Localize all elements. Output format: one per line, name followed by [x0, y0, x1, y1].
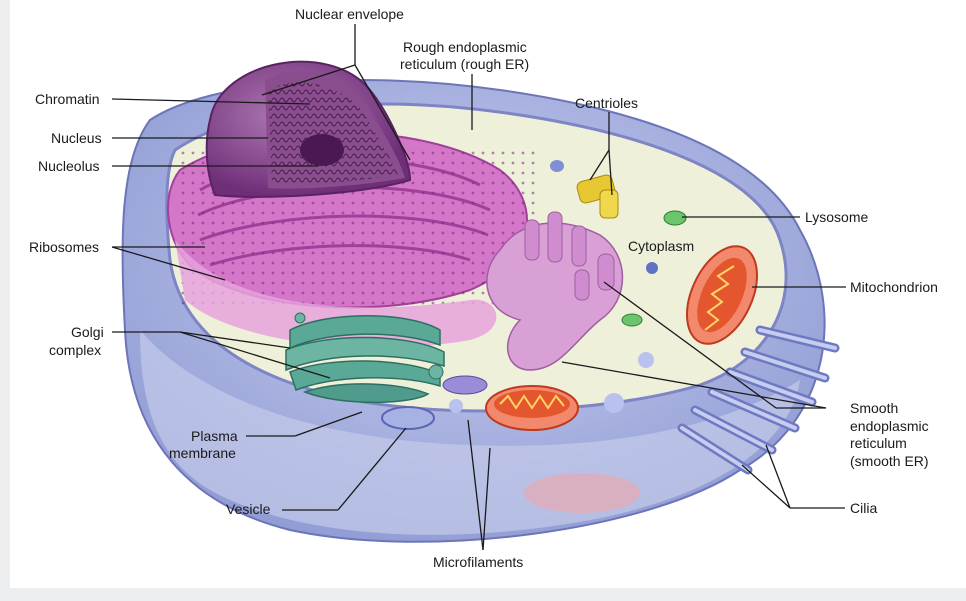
label-golgi-line2: complex	[49, 342, 101, 358]
leader-lines	[111, 24, 846, 551]
vesicle-blob-1	[550, 160, 564, 172]
vesicle-blob-6	[449, 399, 463, 413]
vesicle-in-membrane	[381, 406, 435, 430]
label-ribosomes: Ribosomes	[29, 239, 99, 255]
label-microfilaments: Microfilaments	[433, 554, 523, 570]
label-mitochondrion: Mitochondrion	[850, 279, 938, 295]
golgi-shape	[285, 312, 445, 404]
label-smooth-er-line4: (smooth ER)	[850, 453, 929, 469]
label-nucleolus: Nucleolus	[38, 158, 99, 174]
rough-er-shape	[167, 131, 540, 310]
lysosome-shape	[663, 210, 687, 226]
label-plasma-line1: Plasma	[191, 428, 238, 444]
label-plasma-line2: membrane	[169, 445, 236, 461]
cell-lower-shell	[140, 330, 800, 535]
nucleolus-shape	[300, 134, 344, 166]
label-lysosome: Lysosome	[805, 209, 869, 225]
smooth-er-shape	[486, 211, 624, 371]
vesicle-blob-5	[638, 352, 654, 368]
label-vesicle: Vesicle	[226, 501, 271, 517]
lysosome-shape-2	[621, 313, 643, 327]
mitochondrion-right-shape	[686, 245, 758, 345]
label-smooth-er-line1: Smooth	[850, 400, 898, 416]
centrioles-shape	[576, 174, 619, 219]
label-golgi-line1: Golgi	[71, 324, 104, 340]
label-cilia: Cilia	[850, 500, 877, 516]
nucleus-shape	[205, 60, 412, 198]
label-rough-er-line1: Rough endoplasmic	[403, 39, 527, 55]
label-smooth-er-line3: reticulum	[850, 435, 907, 451]
label-centrioles: Centrioles	[575, 95, 638, 111]
label-nuclear-envelope: Nuclear envelope	[295, 6, 404, 22]
label-cytoplasm: Cytoplasm	[628, 238, 694, 254]
label-nucleus: Nucleus	[51, 130, 102, 146]
label-rough-er-line2: reticulum (rough ER)	[400, 56, 529, 72]
vesicle-blob-2	[646, 262, 658, 274]
label-smooth-er-line2: endoplasmic	[850, 418, 929, 434]
vesicle-blob-4	[604, 393, 624, 413]
lower-inclusion	[524, 473, 640, 513]
label-chromatin: Chromatin	[35, 91, 100, 107]
vesicle-blob-3	[442, 375, 488, 395]
mitochondrion-lower-shape	[485, 385, 579, 431]
